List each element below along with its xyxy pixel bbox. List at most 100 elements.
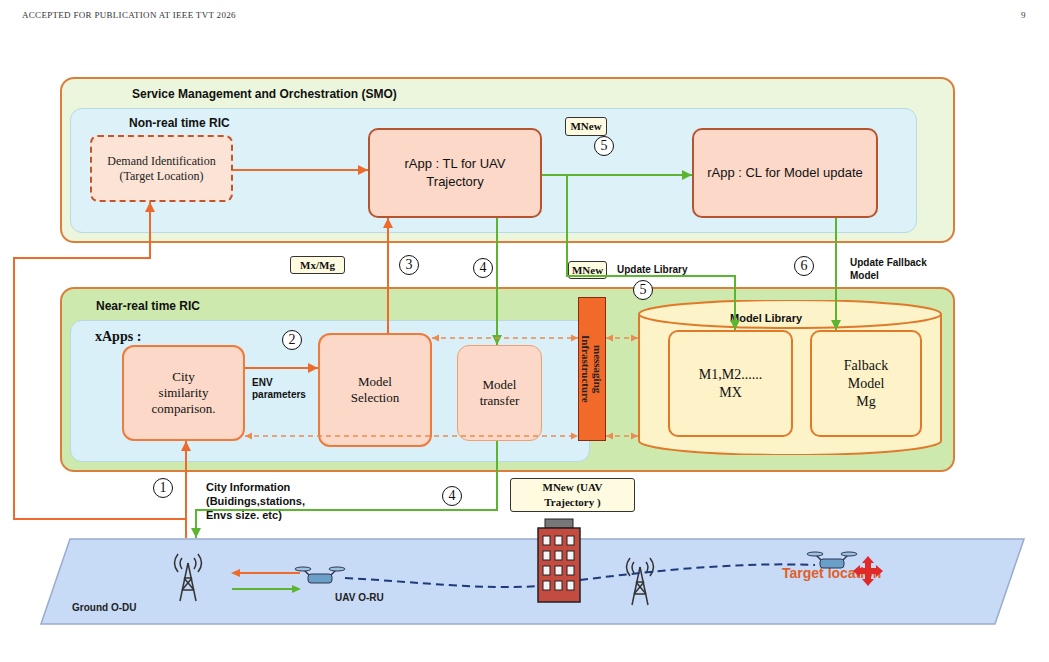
callout-number: 5: [633, 280, 653, 300]
arrow-head: [358, 165, 368, 175]
demand-box: Demand Identification (Target Location): [90, 135, 233, 202]
model-tag: MNew: [568, 261, 607, 279]
xapp-box: Model transfer: [457, 345, 542, 441]
connector: [14, 202, 186, 538]
arrow-head: [606, 433, 613, 440]
uav-arm: [816, 555, 822, 561]
arrow-head: [432, 335, 439, 342]
signal-arc: [646, 562, 648, 573]
building-body: [538, 528, 580, 602]
node-text: MNew: [570, 119, 601, 134]
tower-leg: [632, 567, 640, 605]
callout-number: 1: [153, 478, 173, 498]
uav-arm: [842, 555, 848, 561]
building-icon: [538, 519, 580, 602]
model-tag: MNew (UAV Trajectory ): [510, 478, 635, 512]
marker-tip: [876, 565, 883, 577]
arrow-head: [191, 528, 201, 538]
uav-rotor: [295, 567, 311, 571]
node-text: MNew (UAV Trajectory ): [523, 480, 622, 510]
tower-bar: [636, 582, 646, 594]
messaging-bar: messaging Infrastructure: [578, 297, 606, 441]
window: [543, 566, 550, 575]
node-text: Model Selection: [338, 374, 412, 406]
xapps-band: xApps :City similarity comparison. Model …: [70, 320, 590, 462]
window: [555, 551, 562, 560]
node-text: Ground O-DU: [72, 602, 136, 613]
uav-rotor: [807, 552, 823, 556]
signal-arc: [627, 558, 631, 576]
flight-path: [345, 578, 538, 587]
tower-bar: [182, 578, 192, 590]
marker-tip: [862, 556, 874, 563]
xapp-box: City similarity comparison.: [122, 345, 245, 441]
marker-tip: [853, 565, 860, 577]
node-text: Demand Identification (Target Location): [102, 154, 221, 184]
flight-path: [580, 564, 815, 580]
node-heading: xApps :: [95, 329, 141, 345]
tower-leg: [188, 563, 196, 601]
arrow-head: [631, 433, 638, 440]
arrow-head: [606, 335, 613, 342]
signal-arc: [180, 558, 182, 569]
arrow-head: [145, 202, 155, 212]
callout-number: 6: [794, 256, 814, 276]
connector: [245, 367, 318, 369]
ric-band: Non-real time RICDemand Identification (…: [70, 108, 917, 233]
callout-number: 3: [399, 255, 419, 275]
building-roof: [545, 519, 573, 528]
uplink-arrow: [238, 572, 300, 574]
callout-number: 5: [594, 136, 614, 156]
window: [555, 566, 562, 575]
signal-arc: [650, 558, 654, 576]
window: [543, 551, 550, 560]
smo-band: Service Management and Orchestration (SM…: [60, 77, 955, 243]
connector: [387, 218, 389, 333]
window: [567, 536, 574, 545]
signal-arc: [194, 558, 196, 569]
connector: [496, 218, 498, 345]
uav-body: [308, 574, 332, 583]
model-library: Model LibraryM1,M2...... MXFalback Model…: [638, 300, 942, 455]
uav-arm: [330, 570, 336, 576]
arrow-head: [730, 320, 740, 330]
tower-bar: [184, 578, 194, 590]
marker-tip: [862, 579, 874, 586]
ground-plane: Ground O-DUUAV O-RUTarget location: [40, 538, 1025, 625]
ground-shape: [41, 539, 1024, 624]
tower-bar: [636, 581, 644, 583]
marker-bar: [860, 568, 876, 574]
arrow-head: [571, 433, 578, 440]
uav-rotor: [329, 567, 345, 571]
tower-leg: [180, 563, 188, 601]
tower-icon: [627, 558, 654, 605]
connector: [233, 169, 368, 171]
model-tag: Mx/Mg: [290, 256, 345, 274]
uav-icon: [295, 567, 345, 583]
connector: [542, 175, 735, 330]
uav-icon: [807, 552, 857, 568]
signal-arc: [632, 562, 634, 573]
model-box: M1,M2...... MX: [668, 330, 793, 437]
connector: [185, 441, 187, 538]
node-text: messaging Infrastructure: [580, 312, 604, 426]
rapp-box: rApp : TL for UAV Trajectory: [368, 128, 542, 218]
tower-bar: [634, 582, 644, 594]
page-number: 9: [1021, 10, 1026, 20]
connector: [196, 441, 497, 538]
arrow-head: [383, 218, 393, 228]
callout-number: 2: [282, 330, 302, 350]
arrow-head: [492, 335, 502, 345]
page-header: ACCEPTED FOR PUBLICATION AT IEEE TVT 202…: [22, 10, 236, 20]
action-note: Update Fallback Model: [850, 256, 942, 282]
node-text: M1,M2...... MX: [692, 366, 769, 402]
downlink-arrow: [232, 588, 293, 590]
node-text: UAV O-RU: [335, 592, 384, 603]
window: [567, 581, 574, 590]
window: [543, 581, 550, 590]
connector: [542, 174, 692, 176]
connector: [432, 337, 578, 338]
callout-number: 4: [442, 486, 462, 506]
